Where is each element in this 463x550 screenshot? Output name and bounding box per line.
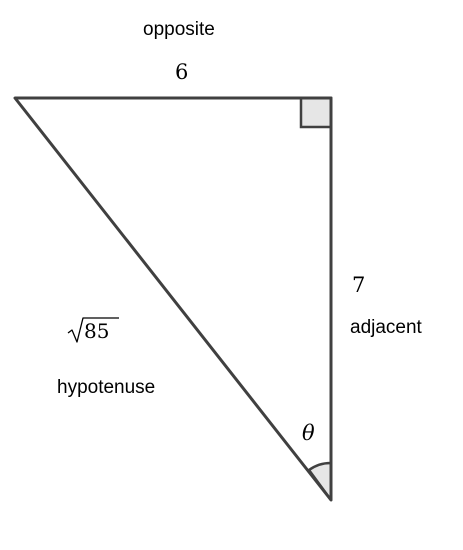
square-root-symbol [67,317,119,343]
opposite-side-length: 6 [175,60,189,84]
opposite-side-label: opposite [143,19,215,40]
adjacent-side-length: 7 [352,273,366,297]
right-angle-marker [299,96,333,129]
triangle [13,96,333,502]
adjacent-side-label: adjacent [350,317,422,338]
hypotenuse-radicand: 85 [84,319,110,343]
hypotenuse-label: hypotenuse [57,377,156,398]
angle-theta-label: θ [302,421,315,445]
